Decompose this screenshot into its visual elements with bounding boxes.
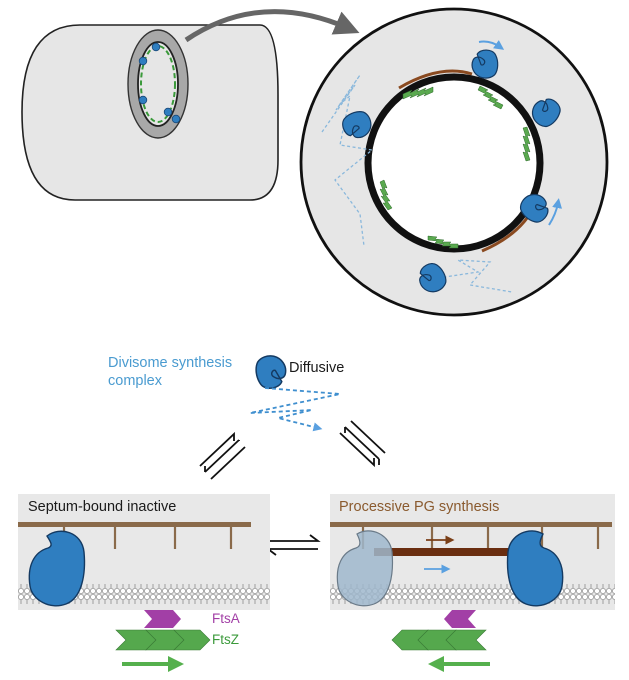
rod-cell: [21, 24, 279, 201]
ftsz-label: FtsZ: [212, 632, 239, 647]
processive-label: Processive PG synthesis: [339, 499, 500, 515]
divisome-label-line2: complex: [108, 373, 162, 389]
ftsa-ftsz-right: [391, 610, 490, 672]
cross-section: [299, 7, 609, 317]
equilibrium-left-icon: [199, 431, 246, 480]
equilibrium-right-icon: [339, 420, 386, 468]
ftsa-label: FtsA: [212, 611, 240, 626]
zoom-arrow: [184, 9, 360, 43]
ftsa-ftsz-left: [115, 610, 211, 672]
equilibrium-horizontal-icon: [265, 534, 321, 556]
septum-bound-label: Septum-bound inactive: [28, 499, 177, 515]
diffusive-state: [249, 350, 341, 432]
diffusive-label: Diffusive: [289, 360, 345, 376]
panel-septum-bound: [18, 494, 270, 610]
divisome-label-line1: Divisome synthesis: [108, 355, 233, 371]
panel-processive: [330, 494, 615, 610]
